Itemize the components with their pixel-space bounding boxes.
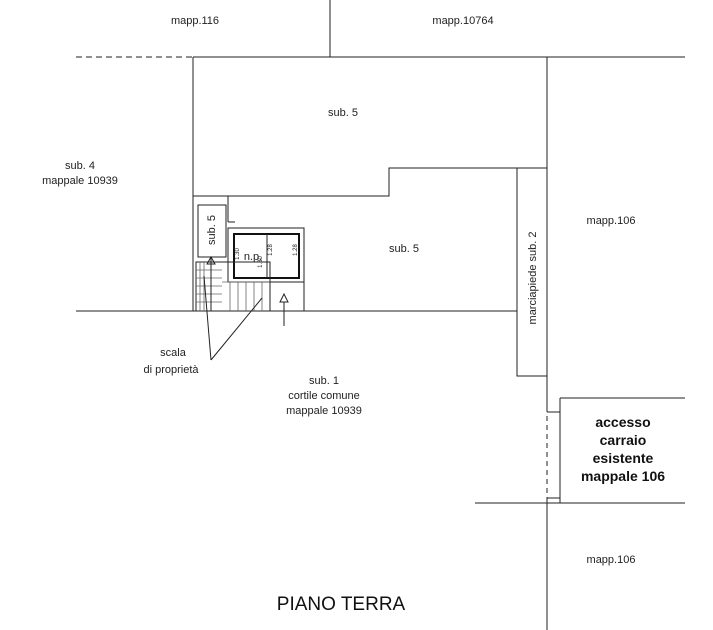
leader-line (203, 275, 212, 361)
entrance-marker (279, 292, 289, 326)
np-label: n.p. (244, 251, 262, 263)
esistente-label: esistente (593, 450, 654, 466)
staircase (195, 255, 271, 312)
sub5-building (192, 57, 547, 311)
mapp-116-label: mapp.116 (171, 15, 219, 27)
dimension-label: 1.30 (258, 256, 264, 268)
accesso-mappale-label: mappale 106 (581, 468, 665, 484)
sub5-mid-label: sub. 5 (389, 243, 419, 255)
internal-rooms (197, 204, 305, 311)
stair-arrow-icon (206, 255, 216, 265)
sub5-top-label: sub. 5 (328, 107, 358, 119)
sub4-label: sub. 4 (65, 160, 95, 172)
accesso-label: accesso (595, 414, 650, 430)
triangle-marker-icon (279, 292, 289, 303)
scala-leaders (203, 275, 263, 361)
dimension-label: 1.28 (268, 244, 274, 256)
scala-label: scala (160, 347, 187, 359)
driveway-access (546, 397, 685, 503)
stair-outline (195, 261, 271, 312)
leader-line (210, 297, 263, 361)
sub1-label: sub. 1 (309, 375, 339, 387)
marciapiede-strip (516, 167, 548, 377)
plan-title: PIANO TERRA (277, 594, 406, 615)
marciapiede-label: marciapiede sub. 2 (527, 232, 539, 325)
carraio-label: carraio (600, 432, 647, 448)
property-boundaries (76, 0, 685, 630)
mapp-106-right-label: mapp.106 (587, 215, 636, 227)
dimension-label: 1.30 (235, 248, 241, 260)
sub5-outline (192, 57, 547, 197)
mapp-106-bottom-label: mapp.106 (587, 554, 636, 566)
mapp-10764-label: mapp.10764 (432, 15, 493, 27)
sub1-mappale-label: mappale 10939 (286, 405, 362, 417)
cortile-comune-label: cortile comune (288, 390, 360, 402)
sub4-mappale-label: mappale 10939 (42, 175, 118, 187)
sub5-vertical-label: sub. 5 (206, 215, 218, 245)
driveway-gate (546, 411, 561, 499)
dimension-label: 1.28 (293, 244, 299, 256)
scala-proprieta-label: di proprietà (143, 364, 199, 376)
sub5-small-room (197, 204, 227, 258)
